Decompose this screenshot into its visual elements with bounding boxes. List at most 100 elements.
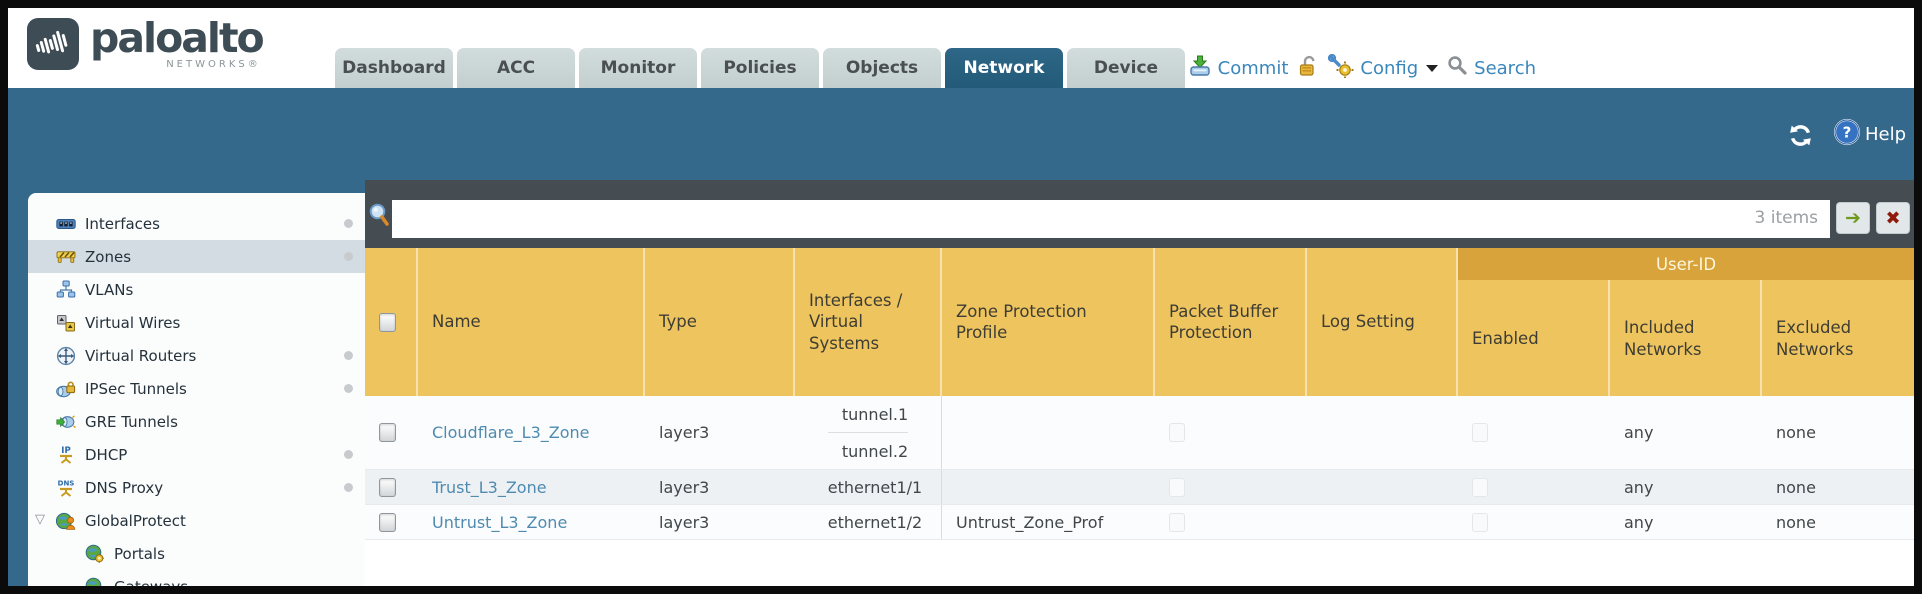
zone-protection-profile [942, 396, 1155, 469]
sub-header-bar: ? Help [8, 88, 1914, 180]
user-id-enabled-checkbox[interactable] [1472, 423, 1488, 442]
packet-buffer-checkbox[interactable] [1169, 512, 1185, 532]
search-label: Search [1474, 57, 1536, 79]
included-networks: any [1624, 512, 1654, 532]
packet-buffer-checkbox[interactable] [1169, 477, 1185, 497]
tab-acc[interactable]: ACC [457, 48, 575, 88]
sidebar-item-label: GlobalProtect [85, 511, 186, 530]
clear-filter-button[interactable] [1876, 202, 1910, 234]
sidebar-item-zones[interactable]: Zones [28, 240, 365, 273]
sidebar-item-label: Virtual Wires [85, 313, 181, 332]
sidebar-item-dns-proxy[interactable]: DNS DNS Proxy [28, 471, 365, 504]
app-frame: paloalto NETWORKS® Dashboard ACC Monitor… [8, 8, 1914, 586]
tab-dashboard[interactable]: Dashboard [335, 48, 453, 88]
row-checkbox[interactable] [379, 477, 396, 497]
global-search-button[interactable]: Search [1447, 55, 1536, 81]
tab-objects[interactable]: Objects [823, 48, 941, 88]
zone-name-link[interactable]: Untrust_L3_Zone [432, 512, 568, 532]
config-menu-button[interactable]: Config [1328, 53, 1439, 83]
commit-icon [1188, 54, 1212, 83]
user-id-enabled-checkbox[interactable] [1472, 512, 1488, 532]
sidebar-item-interfaces[interactable]: Interfaces [28, 207, 365, 240]
col-header-name[interactable]: Name [418, 248, 645, 396]
sidebar-item-label: DNS Proxy [85, 478, 164, 497]
help-icon: ? [1833, 118, 1861, 151]
sidebar-item-label: Interfaces [85, 214, 160, 233]
zone-type: layer3 [659, 423, 710, 442]
status-dot [344, 483, 353, 492]
excluded-networks: none [1776, 477, 1816, 497]
zones-icon [56, 247, 76, 267]
packet-buffer-checkbox[interactable] [1169, 423, 1185, 442]
sidebar-item-label: IPSec Tunnels [85, 379, 187, 398]
sidebar-item-gre-tunnels[interactable]: GRE Tunnels [28, 405, 365, 438]
excluded-networks: none [1776, 423, 1816, 442]
tab-monitor[interactable]: Monitor [579, 48, 697, 88]
col-header-log-setting[interactable]: Log Setting [1307, 248, 1458, 396]
chevron-down-icon [1426, 64, 1439, 72]
user-id-enabled-checkbox[interactable] [1472, 477, 1488, 497]
sidebar-item-label: VLANs [85, 280, 134, 299]
collapse-expand-icon[interactable] [35, 512, 45, 527]
virtual-routers-icon [56, 346, 76, 366]
zone-protection-profile: Untrust_Zone_Prof [956, 512, 1104, 532]
col-header-packet-buffer[interactable]: Packet Buffer Protection [1155, 248, 1307, 396]
col-header-zone-protection[interactable]: Zone Protection Profile [942, 248, 1155, 396]
sidebar-column: Interfaces Zones [8, 180, 365, 586]
zone-interfaces-cell: ethernet1/1 [795, 470, 942, 504]
tab-policies[interactable]: Policies [701, 48, 819, 88]
filter-search-icon [368, 202, 391, 234]
col-header-included-networks[interactable]: Included Networks [1610, 248, 1762, 396]
help-label: Help [1864, 124, 1906, 145]
brand-subtitle: NETWORKS® [166, 59, 261, 71]
main-nav-tabs: Dashboard ACC Monitor Policies Objects N… [335, 48, 1185, 88]
zone-name-link[interactable]: Cloudflare_L3_Zone [432, 423, 590, 442]
sidebar-item-dhcp[interactable]: IP DHCP [28, 438, 365, 471]
zone-type: layer3 [659, 477, 710, 497]
zones-table: Name Type Interfaces / Virtual Systems Z… [365, 248, 1914, 586]
sidebar-item-vlans[interactable]: VLANs [28, 273, 365, 306]
col-header-excluded-networks[interactable]: Excluded Networks [1776, 318, 1854, 359]
sidebar-item-gateways[interactable]: Gateways [28, 570, 365, 586]
sidebar-item-label: DHCP [85, 445, 128, 464]
network-sidebar: Interfaces Zones [28, 193, 365, 586]
filter-bar: 3 items [392, 200, 1830, 238]
row-checkbox[interactable] [379, 512, 396, 532]
main-panel: 3 items Name Type Interfaces / Virtual S… [365, 180, 1914, 586]
table-header: Name Type Interfaces / Virtual Systems Z… [365, 248, 1914, 396]
col-header-type[interactable]: Type [645, 248, 795, 396]
top-actions: Commit [1188, 52, 1536, 84]
col-header-interfaces[interactable]: Interfaces / Virtual Systems [795, 248, 942, 396]
zone-name-link[interactable]: Trust_L3_Zone [432, 477, 547, 497]
filter-input[interactable] [392, 200, 1830, 238]
lock-icon[interactable] [1297, 54, 1319, 83]
sidebar-item-ipsec-tunnels[interactable]: IPSec Tunnels [28, 372, 365, 405]
virtual-wires-icon [56, 313, 76, 333]
excluded-networks: none [1776, 512, 1816, 532]
help-button[interactable]: ? Help [1833, 118, 1906, 151]
vlans-icon [56, 280, 76, 300]
apply-filter-button[interactable] [1836, 202, 1870, 234]
sidebar-item-globalprotect[interactable]: GlobalProtect [28, 504, 365, 537]
zone-protection-profile [942, 470, 1155, 504]
commit-button[interactable]: Commit [1188, 54, 1288, 83]
tab-network[interactable]: Network [945, 48, 1063, 88]
sidebar-item-portals[interactable]: Portals [28, 537, 365, 570]
status-dot [344, 219, 353, 228]
select-all-checkbox[interactable] [379, 312, 396, 332]
sidebar-item-virtual-wires[interactable]: Virtual Wires [28, 306, 365, 339]
sidebar-item-label: Zones [85, 247, 132, 266]
interface-item: tunnel.2 [841, 441, 909, 461]
sidebar-item-label: Portals [114, 544, 165, 563]
interface-item: tunnel.1 [827, 396, 909, 433]
refresh-icon[interactable] [1787, 122, 1814, 153]
ipsec-tunnels-icon [56, 379, 76, 399]
col-header-enabled[interactable]: Enabled [1458, 248, 1610, 396]
status-dot [344, 450, 353, 459]
sidebar-item-virtual-routers[interactable]: Virtual Routers [28, 339, 365, 372]
portals-icon [85, 544, 105, 564]
paloalto-logo-icon [26, 17, 80, 75]
search-icon [1447, 55, 1468, 81]
row-checkbox[interactable] [379, 423, 396, 442]
tab-device[interactable]: Device [1067, 48, 1185, 88]
